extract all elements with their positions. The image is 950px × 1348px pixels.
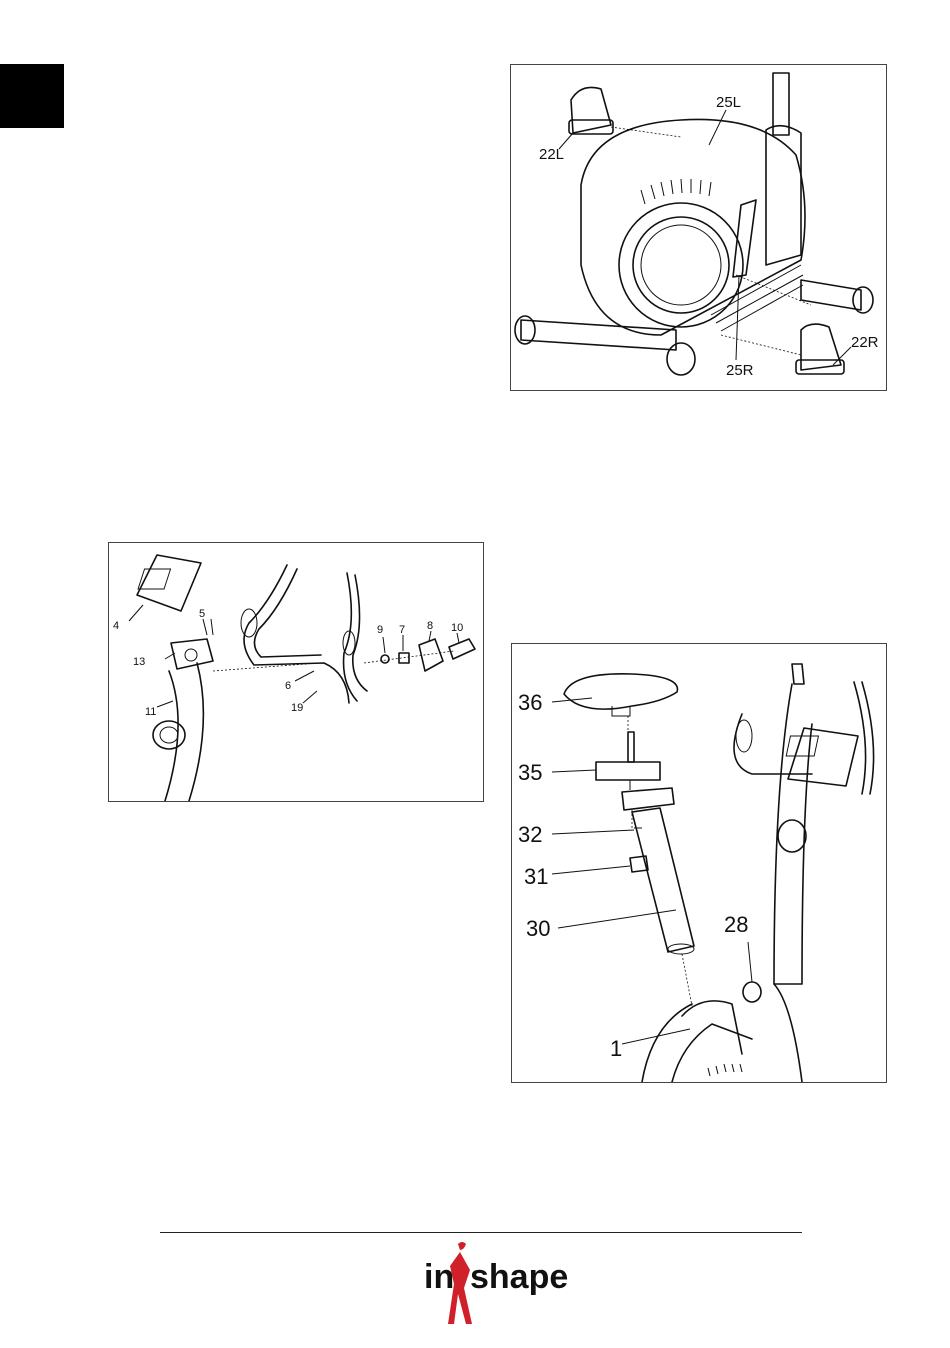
label-32: 32	[518, 822, 542, 847]
label-19: 19	[291, 702, 303, 714]
label-13: 13	[133, 656, 145, 668]
label-1: 1	[610, 1036, 622, 1061]
pedal-assembly-diagram: 25L 22L 25R 22R	[510, 64, 887, 391]
label-22r: 22R	[851, 334, 879, 351]
footer-rule	[160, 1232, 802, 1233]
handlebar-assembly-diagram: 4 5 13 11 6 19 9 7 8 10	[108, 542, 484, 802]
label-9: 9	[377, 624, 383, 636]
label-11: 11	[145, 706, 156, 718]
logo-figure-head-icon	[458, 1242, 466, 1250]
logo-text-in: in	[424, 1258, 454, 1296]
seat-assembly-diagram: 36 35 32 31 30 28 1	[511, 643, 887, 1083]
label-22l: 22L	[539, 146, 564, 163]
label-6: 6	[285, 680, 291, 692]
section-tab	[0, 64, 64, 128]
label-36: 36	[518, 690, 542, 715]
label-10: 10	[451, 622, 463, 634]
logo-text-shape: shape	[470, 1258, 568, 1296]
inshape-logo: in shape	[420, 1236, 580, 1326]
label-25r: 25R	[726, 362, 754, 379]
label-31: 31	[524, 864, 548, 889]
label-28: 28	[724, 912, 748, 937]
label-25l: 25L	[716, 94, 741, 111]
label-5: 5	[199, 608, 205, 620]
label-4: 4	[113, 620, 119, 632]
label-35: 35	[518, 760, 542, 785]
label-30: 30	[526, 916, 550, 941]
label-7: 7	[399, 624, 405, 636]
label-8: 8	[427, 620, 433, 632]
